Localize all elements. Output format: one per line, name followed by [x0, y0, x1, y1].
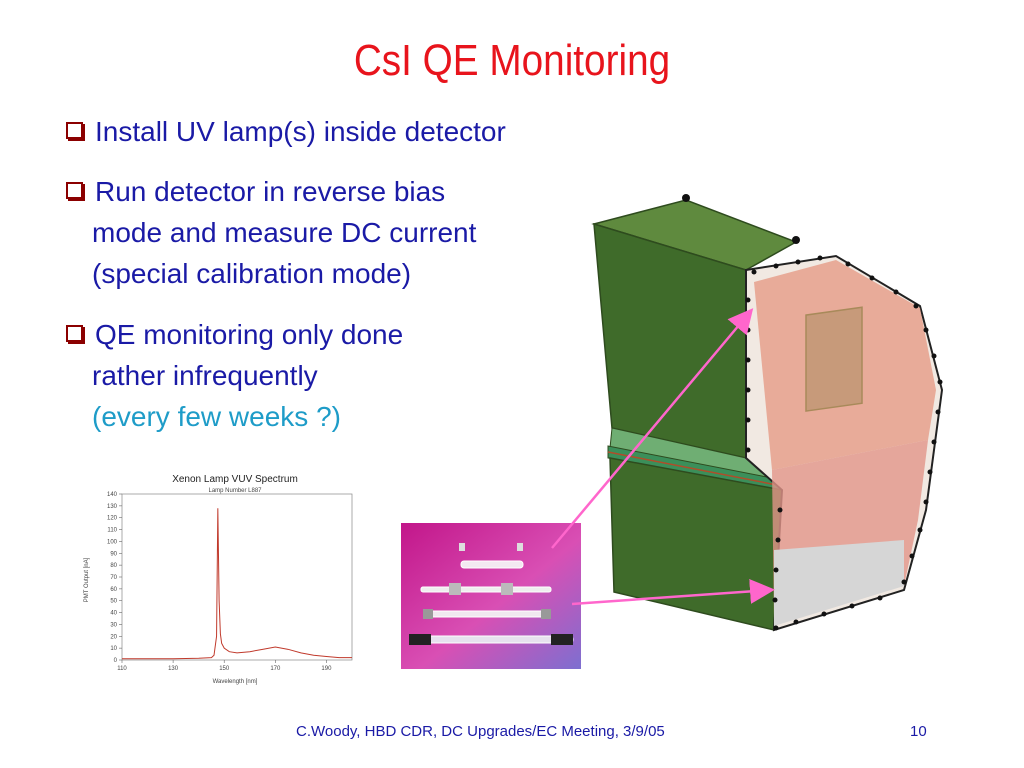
lamp-2 [420, 583, 552, 595]
bullet-2-line-3: (special calibration mode) [92, 258, 412, 289]
y-tick-label: 80 [110, 563, 117, 569]
panel-window [805, 306, 863, 412]
bullet-1-text: Install UV lamp(s) inside detector [95, 116, 506, 147]
x-tick-label: 150 [219, 666, 230, 672]
y-tick-label: 140 [107, 492, 118, 498]
bullet-2: Run detector in reverse bias [66, 172, 445, 212]
lamp-1 [459, 543, 524, 569]
spectrum-chart: Xenon Lamp VUV Spectrum Lamp Number L887… [80, 468, 380, 690]
chart-subtitle: Lamp Number L887 [208, 488, 262, 494]
bullet-2-line-1: Run detector in reverse bias [95, 176, 446, 207]
checkbox-bullet-icon [66, 122, 83, 139]
y-tick-label: 0 [114, 658, 118, 664]
y-tick-label: 130 [107, 504, 118, 510]
y-tick-label: 10 [110, 646, 117, 652]
y-tick-label: 70 [110, 575, 117, 581]
y-tick-label: 100 [107, 539, 118, 545]
chart-ylabel: PMT Output [nA] [84, 557, 90, 602]
bullet-3-line-3: (every few weeks ?) [92, 401, 341, 432]
chart-ticks: 0 10 20 30 40 50 60 70 80 90 100 110 120 130 140 110 130… [107, 492, 332, 672]
spectrum-series-line [122, 508, 352, 660]
y-tick-label: 50 [110, 599, 117, 605]
bullet-3: QE monitoring only done [66, 315, 403, 355]
y-tick-label: 40 [110, 611, 117, 617]
y-tick-label: 30 [110, 622, 117, 628]
x-tick-label: 110 [117, 666, 127, 672]
bullet-3-line-2: rather infrequently [92, 360, 318, 391]
y-tick-label: 110 [107, 528, 117, 534]
lamp-3 [423, 609, 551, 619]
checkbox-bullet-icon [66, 182, 83, 199]
bullet-3-line-1: QE monitoring only done [95, 319, 404, 350]
page-number: 10 [910, 723, 927, 740]
x-tick-label: 130 [168, 666, 179, 672]
chart-title: Xenon Lamp VUV Spectrum [172, 474, 298, 485]
x-tick-label: 190 [321, 666, 332, 672]
footer-citation: C.Woody, HBD CDR, DC Upgrades/EC Meeting… [296, 723, 665, 740]
y-tick-label: 60 [110, 587, 117, 593]
slide-title: CsI QE Monitoring [353, 36, 671, 85]
y-tick-label: 120 [107, 516, 118, 522]
y-tick-label: 90 [110, 551, 117, 557]
lamp-4 [409, 634, 574, 645]
bullet-2-line-2: mode and measure DC current [92, 217, 477, 248]
detector-model [591, 194, 944, 632]
chart-xlabel: Wavelength [nm] [213, 679, 258, 685]
x-tick-label: 170 [270, 666, 281, 672]
bullet-1: Install UV lamp(s) inside detector [66, 112, 506, 152]
checkbox-bullet-icon [66, 325, 83, 342]
uv-lamps-photo [401, 523, 581, 669]
y-tick-label: 20 [110, 634, 117, 640]
